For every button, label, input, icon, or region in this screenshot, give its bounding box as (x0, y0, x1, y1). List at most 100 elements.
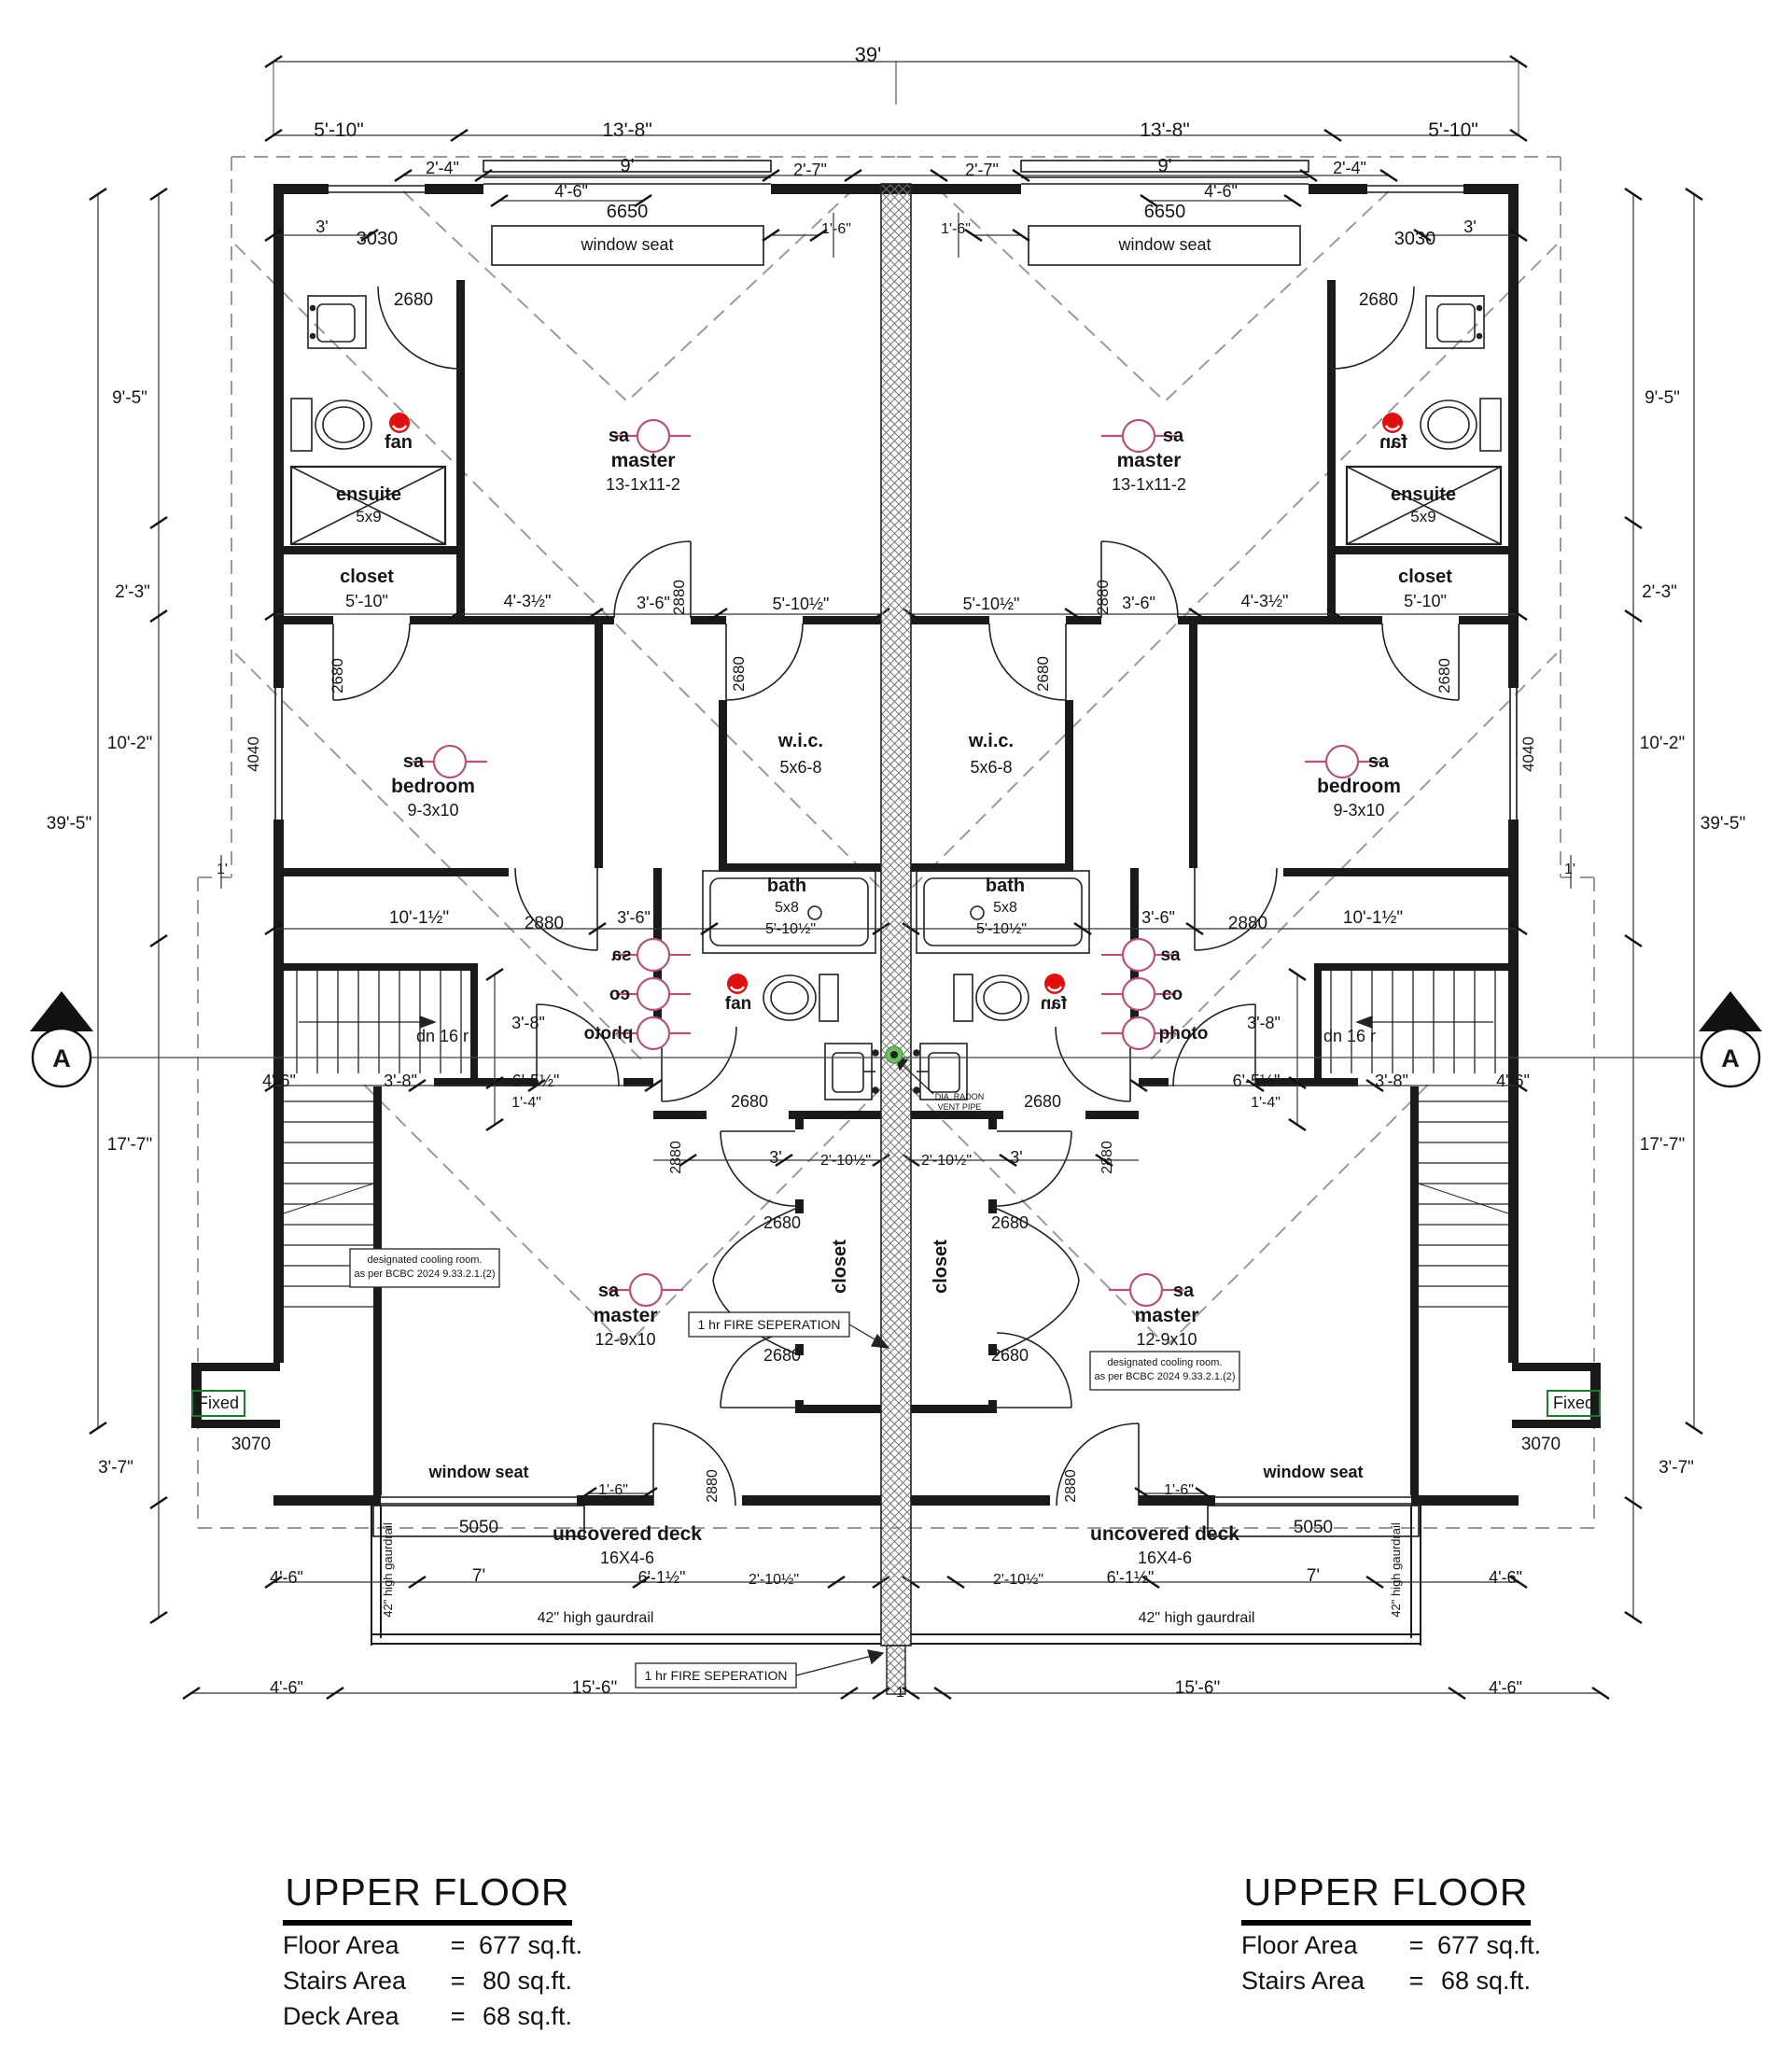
photo-label: photo (1159, 1024, 1209, 1044)
window-tag: 6650 (1144, 202, 1186, 222)
door-tag: 2680 (763, 1346, 801, 1365)
co-label: co (1162, 985, 1183, 1004)
dim: 1'-6" (821, 221, 851, 237)
table-row: Floor Area = 677 sq.ft. (1241, 1931, 1541, 1960)
dim: 10'-1½" (389, 908, 449, 928)
dim: 5'-10" (314, 119, 364, 141)
dim: 5'-10½" (976, 921, 1027, 937)
dim: 39'-5" (1701, 814, 1745, 834)
note-guardrail: 42" high gaurdrail (1139, 1610, 1255, 1626)
dim: 7' (472, 1566, 485, 1586)
row-label: Deck Area (283, 2002, 399, 2030)
room-label: uncovered deck (553, 1523, 702, 1545)
dim: 1'-6" (598, 1482, 628, 1498)
fan-icon (725, 972, 749, 996)
window-tag: 3030 (1394, 229, 1436, 249)
room-label: closet (830, 1240, 850, 1294)
dim: 2'-10½" (820, 1153, 871, 1169)
door-tag: 2680 (1435, 658, 1453, 694)
fixed-window-box (191, 1390, 245, 1417)
dim: 3'-8" (384, 1072, 417, 1090)
room-label: bath (767, 876, 806, 896)
room-size: 9-3x10 (1333, 801, 1384, 820)
party-wall (880, 183, 912, 1695)
note-guardrail: 42" high gaurdrail (381, 1522, 395, 1618)
section-marker-label: A (1721, 1044, 1740, 1072)
row-value: 80 sq.ft. (482, 1967, 572, 1995)
dim: 13'-8" (1140, 119, 1190, 141)
note: as per BCBC 2024 9.33.2.1.(2) (1094, 1371, 1235, 1382)
window-tag: 4040 (245, 736, 262, 772)
dim: 9' (1158, 156, 1172, 176)
stair-label: dn 16 r (1323, 1027, 1376, 1045)
sa-label: sa (611, 946, 632, 965)
dim: 4'-6" (1489, 1568, 1522, 1587)
room-label: uncovered deck (1090, 1523, 1239, 1545)
fixed-window-label: Fixed (198, 1394, 239, 1412)
note: as per BCBC 2024 9.33.2.1.(2) (354, 1268, 495, 1280)
dim: 2'-7" (965, 161, 999, 179)
dim: 39'-5" (47, 814, 91, 834)
dim: 5'-10" (1404, 592, 1447, 610)
room-size: 5x6-8 (779, 758, 821, 777)
dim: 4'-3½" (1241, 592, 1289, 610)
room-size: 5x9 (356, 508, 381, 526)
door-tag: 2880 (1063, 1469, 1079, 1503)
sa-label: sa (1368, 751, 1390, 772)
door-tag: 2680 (763, 1213, 801, 1232)
window-tag: 4040 (1519, 736, 1537, 772)
dim: 3'-6" (1122, 594, 1155, 612)
area-table-right: UPPER FLOOR Floor Area = 677 sq.ft. Stai… (1241, 1871, 1541, 2002)
dim: 5'-10½" (765, 921, 816, 937)
table-row: Deck Area = 68 sq.ft. (283, 2002, 572, 2031)
section-marker-icon (1699, 991, 1762, 1088)
note-fire-separation: 1 hr FIRE SEPERATION (698, 1317, 841, 1332)
dim: 1' (896, 1685, 907, 1701)
door-tag: 2880 (1094, 580, 1112, 615)
dim: 6'-1½" (638, 1568, 686, 1587)
dim: 3' (315, 217, 328, 236)
fixed-window-label: Fixed (1553, 1394, 1594, 1412)
dim: 5'-10" (345, 592, 388, 610)
room-label: w.i.c. (968, 731, 1014, 751)
door-tag: 2680 (991, 1213, 1029, 1232)
fan-icon (1043, 972, 1067, 996)
dim: 10'-1½" (1343, 908, 1403, 928)
sa-label: sa (1163, 426, 1184, 446)
room-label: w.i.c. (777, 731, 823, 751)
note-vent: DIA. RADON (935, 1092, 985, 1101)
dim: 5'-10½" (963, 595, 1020, 613)
note-fire-separation: 1 hr FIRE SEPERATION (645, 1668, 788, 1683)
dim: 2'-10½" (921, 1153, 972, 1169)
dim: 15'-6" (1175, 1678, 1220, 1698)
page-title: UPPER FLOOR (283, 1871, 572, 1926)
dim: 4'-6" (554, 182, 588, 201)
sa-label: sa (1160, 946, 1181, 965)
area-table-left: UPPER FLOOR Floor Area = 677 sq.ft. Stai… (283, 1871, 582, 2038)
door-tag: 2680 (1024, 1092, 1061, 1111)
room-label: ensuite (1391, 484, 1456, 505)
row-eq: = (1408, 1967, 1424, 1995)
dim: 15'-6" (572, 1678, 617, 1698)
room-size: 5x8 (775, 900, 799, 916)
door-tag: 2680 (394, 290, 433, 310)
room-size: 12-9x10 (1136, 1330, 1197, 1349)
dim: 4'-6" (1204, 182, 1238, 201)
sa-label: sa (403, 751, 425, 772)
fan-label: fan (1041, 994, 1068, 1014)
row-value: 68 sq.ft. (1440, 1967, 1531, 1995)
fan-label: fan (385, 432, 413, 453)
room-label: window seat (1117, 235, 1211, 254)
label-layer: 39'5'-10"13'-8"13'-8"5'-10"2'-4"9'2'-7"2… (47, 43, 1745, 1701)
room-label: window seat (1262, 1463, 1363, 1481)
note-vent: VENT PIPE (938, 1102, 982, 1112)
dim: 6'-5½" (512, 1072, 560, 1090)
door-tag: 2680 (1359, 290, 1398, 310)
room-label: master (611, 450, 676, 471)
table-row: Stairs Area = 80 sq.ft. (283, 1967, 572, 1996)
room-label: master (1117, 450, 1182, 471)
dim: 3'-6" (617, 908, 651, 927)
dim: 10'-2" (1640, 734, 1685, 753)
room-label: closet (340, 567, 394, 587)
